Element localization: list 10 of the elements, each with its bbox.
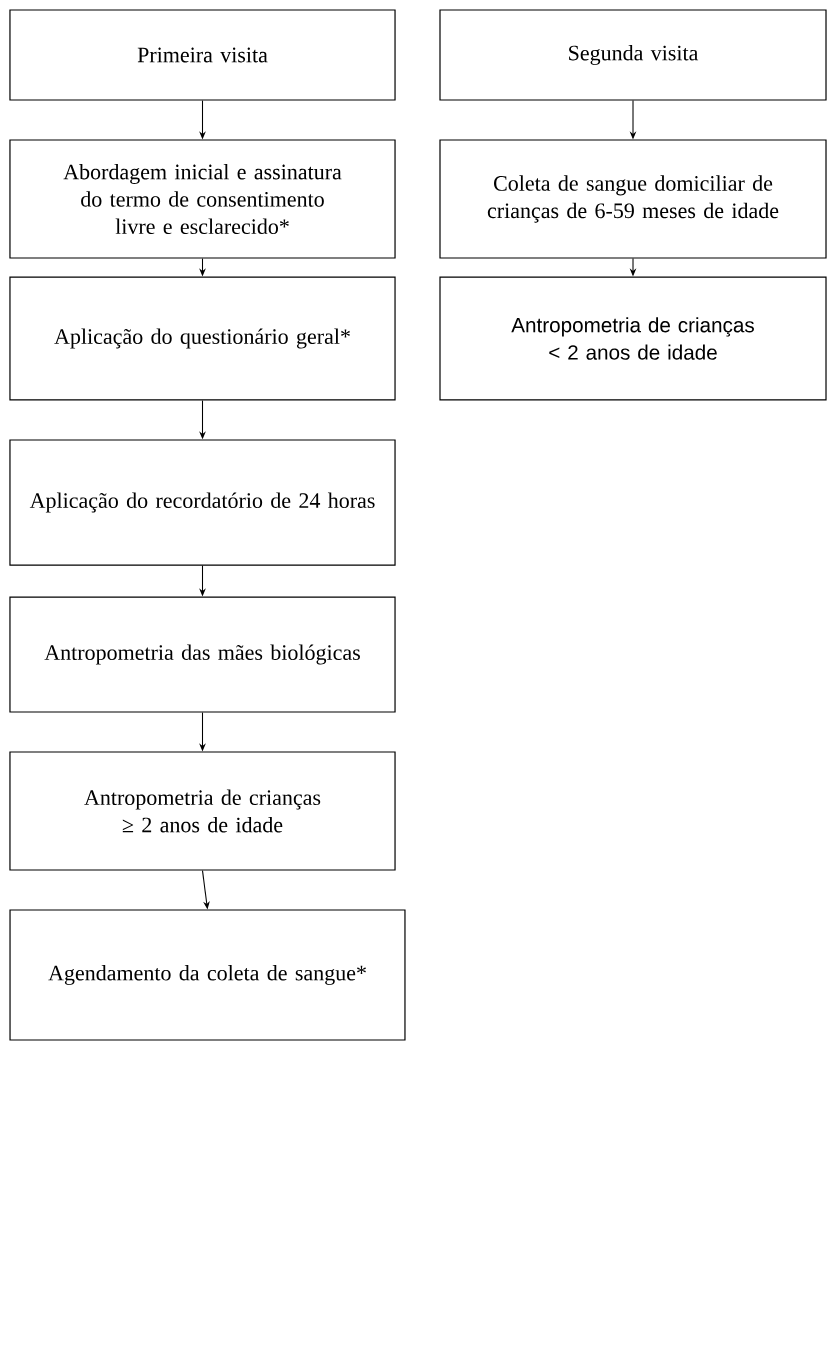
process-box: Antropometria de crianças < 2 anos de idade	[439, 276, 827, 401]
process-box: Aplicação do questionário geral*	[9, 276, 396, 401]
process-box: Aplicação do recordatório de 24 horas	[9, 439, 396, 566]
process-box: Coleta de sangue domiciliar de crianças de 6-59 meses de idade	[439, 139, 827, 259]
process-box: Antropometria de crianças ≥ 2 anos de idade	[9, 751, 396, 871]
process-box: Segunda visita	[439, 9, 827, 101]
process-box: Agendamento da coleta de sangue*	[9, 909, 406, 1041]
process-box: Abordagem inicial e assinatura do termo de consentimento livre e esclarecido*	[9, 139, 396, 259]
process-box: Antropometria das mães biológicas	[9, 596, 396, 713]
process-box: Primeira visita	[9, 9, 396, 101]
